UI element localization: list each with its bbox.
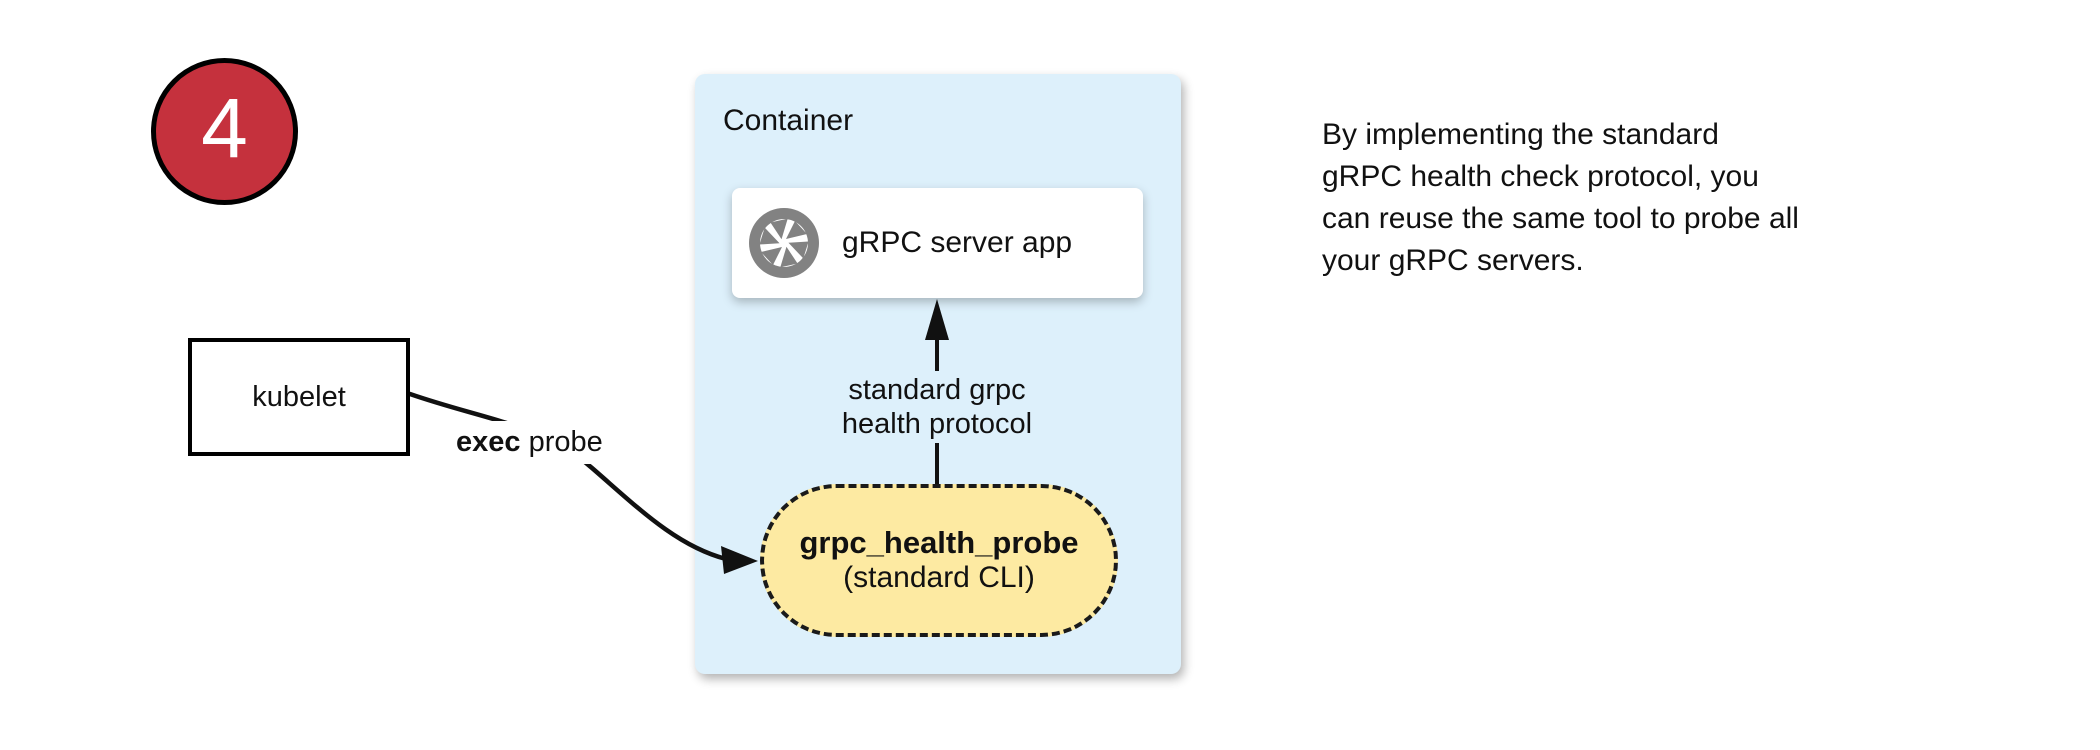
exec-probe-label-rest: probe bbox=[520, 426, 603, 458]
container-label: Container bbox=[723, 104, 854, 137]
caption-text: By implementing the standard gRPC health… bbox=[1322, 118, 1799, 277]
health-protocol-arrow-label: standard grpc health protocol bbox=[777, 371, 1097, 443]
kubelet-label: kubelet bbox=[252, 380, 346, 413]
step-badge: 4 bbox=[151, 58, 298, 205]
kubelet-box: kubelet bbox=[188, 338, 410, 456]
exec-probe-label-bold: exec bbox=[456, 426, 521, 458]
exec-probe-label: exec probe bbox=[444, 421, 615, 464]
step-number: 4 bbox=[201, 80, 248, 175]
